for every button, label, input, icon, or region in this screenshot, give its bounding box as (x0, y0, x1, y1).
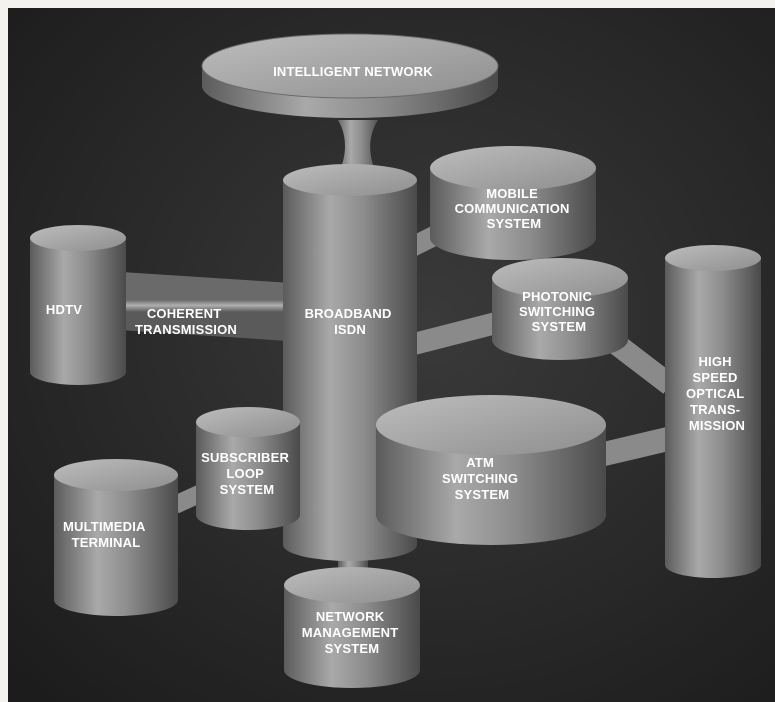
network-management-node (284, 567, 420, 688)
label-mobile-communication: MOBILE COMMUNICATION SYSTEM (455, 186, 574, 231)
intelligent-network-stem (335, 120, 380, 178)
label-broadband-isdn: BROADBAND ISDN (305, 306, 396, 337)
label-network-management: NETWORK MANAGEMENT SYSTEM (302, 609, 402, 656)
atm-switching-node (376, 395, 606, 545)
multimedia-terminal-node (54, 459, 178, 616)
intelligent-network-node (201, 33, 499, 118)
connector-broadband-photonic (407, 311, 503, 356)
label-intelligent-network: INTELLIGENT NETWORK (273, 64, 433, 79)
hdtv-node (30, 225, 126, 385)
high-speed-optical-node (665, 245, 761, 578)
subscriber-loop-node (196, 407, 300, 530)
label-atm-switching: ATM SWITCHING SYSTEM (442, 455, 522, 502)
label-hdtv: HDTV (46, 302, 82, 317)
label-high-speed-optical: HIGH SPEED OPTICAL TRANS- MISSION (686, 354, 748, 433)
mobile-communication-node (430, 146, 596, 260)
label-coherent-transmission: COHERENT TRANSMISSION (135, 306, 237, 337)
label-subscriber-loop: SUBSCRIBER LOOP SYSTEM (201, 450, 293, 497)
connector-atm-optical (597, 426, 675, 467)
connector-hdtv-broadband (76, 271, 319, 341)
label-multimedia-terminal: MULTIMEDIA TERMINAL (63, 519, 149, 550)
label-photonic-switching: PHOTONIC SWITCHING SYSTEM (519, 289, 599, 334)
photonic-switching-node (492, 258, 628, 360)
